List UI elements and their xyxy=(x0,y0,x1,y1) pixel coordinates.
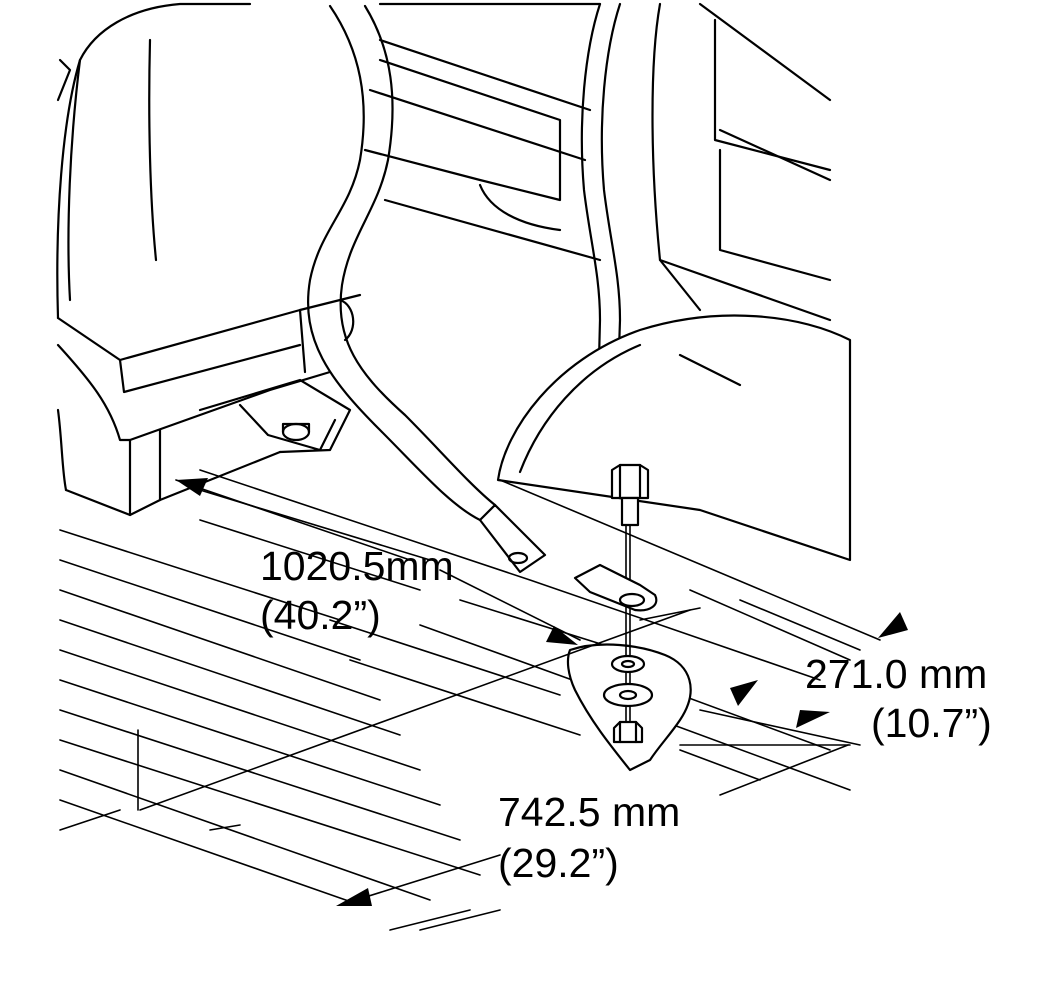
lock-washer xyxy=(602,682,654,708)
side-wall-panels xyxy=(363,2,832,402)
dimension-label-rear-offset: 742.5 mm (29.2”) xyxy=(498,792,680,884)
seat-distance-metric: 1020.5mm xyxy=(260,543,454,589)
seat-mount-bolt xyxy=(281,422,311,442)
dimension-arrows xyxy=(176,478,908,906)
seat-base xyxy=(56,298,355,517)
rear-offset-imperial: (29.2”) xyxy=(498,840,619,886)
seat-belt-strap xyxy=(307,4,547,574)
arrow-side-offset-bottom xyxy=(730,680,758,706)
arrow-side-offset-top xyxy=(878,612,908,638)
dimension-label-side-offset: 271.0 mm (10.7”) xyxy=(805,654,992,744)
floor-ribs xyxy=(59,469,861,931)
side-offset-imperial: (10.7”) xyxy=(871,700,992,746)
arrow-seat-distance-end xyxy=(546,626,578,645)
hex-nut xyxy=(612,720,644,744)
arrow-seat-distance-start xyxy=(176,478,208,496)
seat-back xyxy=(56,2,362,394)
tie-down-bracket xyxy=(573,563,658,612)
wheel-well xyxy=(496,314,852,562)
rear-offset-metric: 742.5 mm xyxy=(498,789,681,835)
dimension-label-seat-distance: 1020.5mm (40.2”) xyxy=(260,546,454,636)
reference-lines xyxy=(137,479,881,906)
arrow-rear-offset-left xyxy=(336,888,372,906)
flat-washer xyxy=(610,654,646,674)
side-offset-metric: 271.0 mm xyxy=(805,651,988,697)
arrow-rear-offset-right xyxy=(796,710,830,728)
seat-distance-imperial: (40.2”) xyxy=(260,592,381,638)
